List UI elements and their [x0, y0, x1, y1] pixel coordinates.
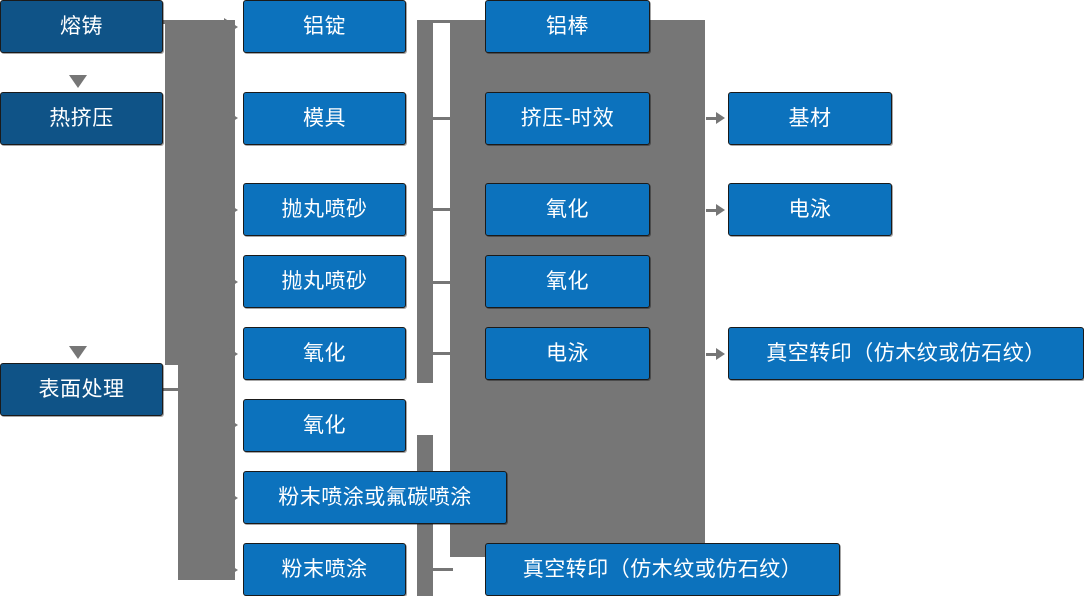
process-label-aluminum-ingot: 铝锭	[303, 14, 346, 38]
process-label-oxidation-c3-2: 氧化	[546, 269, 589, 293]
stage-box-hot-extrusion[interactable]: 热挤压	[0, 92, 163, 145]
process-label-oxidation-c3-1: 氧化	[546, 197, 589, 221]
connector-middle-bar-upper	[417, 20, 433, 383]
connector-stub-mid-4	[433, 281, 453, 284]
process-label-vacuum-transfer-c3: 真空转印（仿木纹或仿石纹）	[522, 557, 803, 581]
process-box-oxidation-c3-1[interactable]: 氧化	[485, 183, 650, 236]
connector-stub-mid-2	[433, 117, 453, 120]
connector-stub-casting	[163, 20, 177, 24]
process-label-shot-blasting-2: 抛丸喷砂	[281, 269, 368, 293]
connector-left-trunk-upper	[165, 20, 235, 365]
stage-label-hot-extrusion: 热挤压	[49, 106, 114, 130]
connector-stub-surface	[163, 388, 183, 391]
process-box-vacuum-transfer-c4[interactable]: 真空转印（仿木纹或仿石纹）	[728, 327, 1084, 380]
process-box-powder-coating[interactable]: 粉末喷涂	[243, 543, 406, 596]
process-label-aluminum-bar: 铝棒	[546, 14, 589, 38]
arrow-trunk-to-c2-8	[224, 561, 238, 579]
process-box-electrophoresis-c4[interactable]: 电泳	[728, 183, 892, 236]
arrow-trunk-to-c2-5	[224, 345, 238, 363]
connector-stub-mid-3	[433, 208, 453, 211]
arrow-block-to-c4-3	[706, 348, 725, 360]
process-label-mold: 模具	[303, 106, 346, 130]
process-label-electrophoresis-c3: 电泳	[546, 341, 589, 365]
process-box-aluminum-bar[interactable]: 铝棒	[485, 0, 650, 53]
arrow-trunk-to-c2-6	[224, 416, 238, 434]
arrow-trunk-to-c2-4	[224, 273, 238, 291]
arrow-trunk-to-c2-7	[224, 489, 238, 507]
process-box-vacuum-transfer-c3[interactable]: 真空转印（仿木纹或仿石纹）	[485, 543, 840, 596]
arrow-trunk-to-c2-2	[224, 109, 238, 127]
process-box-shot-blasting-1[interactable]: 抛丸喷砂	[243, 183, 406, 236]
process-label-powder-or-fluorocarbon-coating: 粉末喷涂或氟碳喷涂	[278, 485, 472, 509]
connector-stub-mid-5	[433, 352, 453, 355]
arrow-trunk-to-c2-3	[224, 201, 238, 219]
process-box-oxidation-c3-2[interactable]: 氧化	[485, 255, 650, 308]
arrow-trunk-to-c2-1	[224, 18, 238, 36]
process-box-shot-blasting-2[interactable]: 抛丸喷砂	[243, 255, 406, 308]
process-box-aluminum-ingot[interactable]: 铝锭	[243, 0, 406, 53]
process-box-mold[interactable]: 模具	[243, 92, 406, 145]
process-label-oxidation-c2-2: 氧化	[303, 413, 346, 437]
stage-box-surface-treatment[interactable]: 表面处理	[0, 363, 163, 416]
process-box-substrate[interactable]: 基材	[728, 92, 892, 145]
connector-stub-mid-1	[433, 20, 453, 23]
arrow-block-to-c4-1	[706, 112, 725, 124]
process-box-electrophoresis-c3[interactable]: 电泳	[485, 327, 650, 380]
stage-label-surface-treatment: 表面处理	[38, 377, 125, 401]
process-label-electrophoresis-c4: 电泳	[788, 197, 832, 221]
process-label-extrusion-aging: 挤压-时效	[520, 106, 615, 130]
connector-arrow-down-to-surface	[69, 346, 87, 359]
connector-stub-mid-6	[433, 568, 453, 571]
process-label-oxidation-c2-1: 氧化	[303, 341, 346, 365]
process-label-vacuum-transfer-c4: 真空转印（仿木纹或仿石纹）	[766, 341, 1046, 365]
process-box-powder-or-fluorocarbon-coating[interactable]: 粉末喷涂或氟碳喷涂	[243, 471, 507, 524]
stage-box-casting[interactable]: 熔铸	[0, 0, 163, 53]
process-box-oxidation-c2-1[interactable]: 氧化	[243, 327, 406, 380]
stage-label-casting: 熔铸	[60, 14, 103, 38]
process-label-powder-coating: 粉末喷涂	[281, 557, 368, 581]
arrow-block-to-c4-2	[706, 204, 725, 216]
connector-arrow-down-to-extrude	[69, 75, 87, 88]
process-label-substrate: 基材	[788, 106, 832, 130]
connector-left-trunk-lower	[178, 365, 235, 580]
process-box-extrusion-aging[interactable]: 挤压-时效	[485, 92, 650, 145]
process-label-shot-blasting-1: 抛丸喷砂	[281, 197, 368, 221]
process-box-oxidation-c2-2[interactable]: 氧化	[243, 399, 406, 452]
